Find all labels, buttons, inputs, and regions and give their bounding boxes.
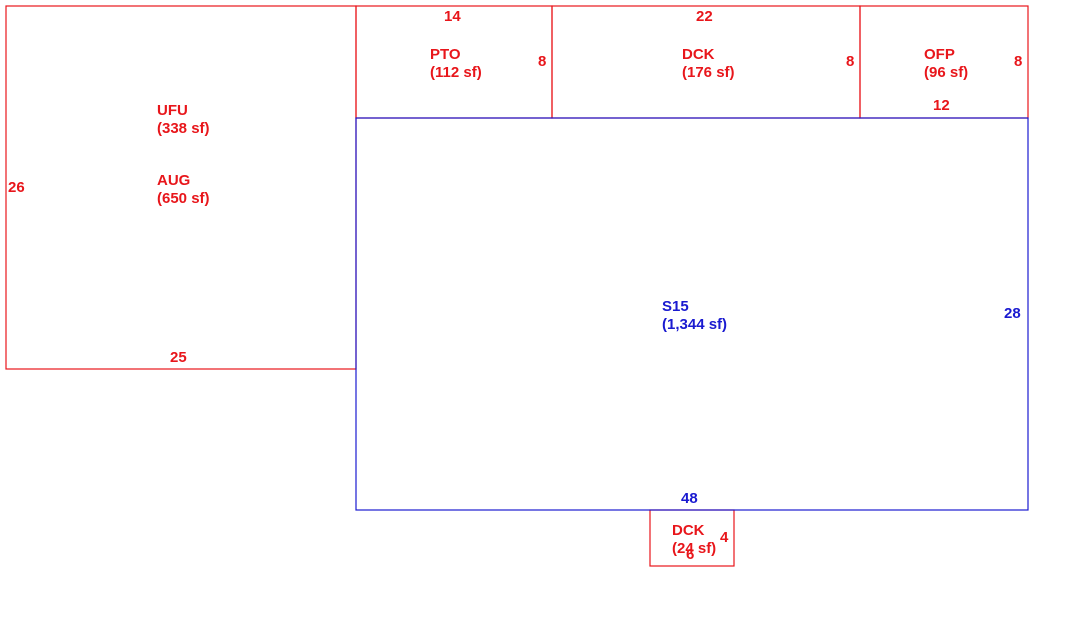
dim-dck-bottom-right: 4 bbox=[720, 529, 729, 546]
dim-dck-top-right: 8 bbox=[846, 53, 854, 70]
aug-code: AUG bbox=[157, 172, 190, 189]
dim-aug-left: 26 bbox=[8, 179, 25, 196]
dck-bottom-code: DCK bbox=[672, 522, 705, 539]
dim-s15-bottom: 48 bbox=[681, 490, 698, 507]
pto-area: (112 sf) bbox=[430, 64, 482, 81]
s15-outline bbox=[355, 117, 1029, 511]
dim-dck-bottom-bottom: 6 bbox=[686, 546, 694, 563]
s15-code: S15 bbox=[662, 298, 689, 315]
dim-pto-right: 8 bbox=[538, 53, 546, 70]
dim-dck-top-top: 22 bbox=[696, 8, 713, 25]
dck-bottom-area: (24 sf) bbox=[672, 540, 716, 557]
dim-ofp-right: 8 bbox=[1014, 53, 1022, 70]
pto-code: PTO bbox=[430, 46, 461, 63]
ofp-code: OFP bbox=[924, 46, 955, 63]
dim-aug-bottom: 25 bbox=[170, 349, 187, 366]
ofp-area: (96 sf) bbox=[924, 64, 968, 81]
aug-area: (650 sf) bbox=[157, 190, 210, 207]
dck-top-area: (176 sf) bbox=[682, 64, 735, 81]
ufu-code: UFU bbox=[157, 102, 188, 119]
dck-top-code: DCK bbox=[682, 46, 715, 63]
ufu-area: (338 sf) bbox=[157, 120, 210, 137]
s15-area: (1,344 sf) bbox=[662, 316, 727, 333]
dim-s15-right: 28 bbox=[1004, 305, 1021, 322]
dim-pto-top: 14 bbox=[444, 8, 461, 25]
dim-ofp-bottom: 12 bbox=[933, 97, 950, 114]
